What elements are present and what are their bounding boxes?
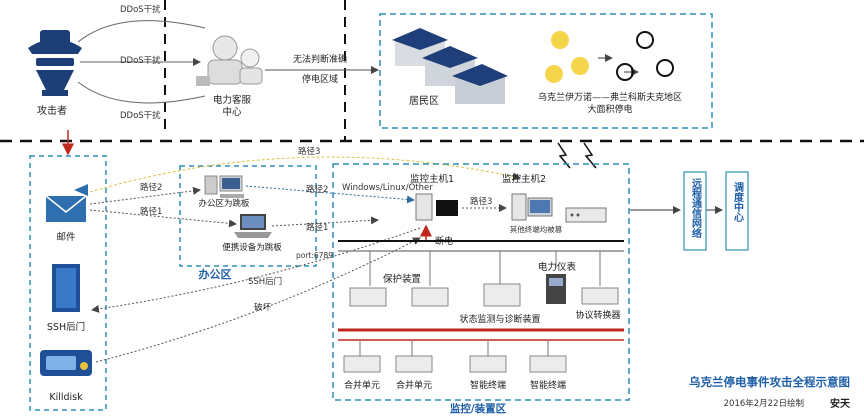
path3-label-mid: 路径3 (470, 196, 492, 207)
attacker-icon (28, 30, 82, 96)
merge-unit-icons (343, 355, 433, 373)
ddos-label-1: DDoS干扰 (120, 4, 161, 15)
region-label-1: 乌克兰伊万诺——弗兰科斯夫克地区 (538, 91, 682, 103)
protocol-label: 协议转换器 (575, 309, 620, 321)
remote-comm-label: 远程通信网络 (690, 178, 702, 239)
merge-unit-label-1: 合并单元 (344, 379, 380, 391)
bulb-off-icons (616, 31, 674, 81)
port-label: port:6789 (296, 251, 333, 260)
houses-icon (392, 28, 508, 104)
diagram-title: 乌克兰停电事件攻击全程示意图 (689, 375, 850, 389)
office-pc-label: 办公区为跳板 (198, 198, 250, 209)
unable-label-1: 无法判断准确 (293, 53, 347, 65)
path2-mail-line (89, 186, 201, 205)
monitor-zone-label: 监控/装置区 (450, 402, 507, 415)
ddos-label-2: DDoS干扰 (120, 55, 161, 66)
destroy-arc (95, 237, 421, 363)
host1-label: 监控主机1 (410, 173, 454, 185)
path1-label-b: 路径1 (306, 222, 328, 233)
attack-tools-zone (29, 155, 107, 411)
smart-terminal-label-2: 智能终端 (530, 379, 566, 391)
smart-terminal-label-1: 智能终端 (470, 379, 506, 391)
ddos-line-1 (77, 20, 206, 43)
office-zone (179, 165, 317, 267)
bulb-on-icons (545, 31, 589, 83)
ddos-line-3 (77, 81, 206, 104)
remote-comm-box (683, 171, 707, 251)
host1-icon (415, 193, 458, 221)
lightning-icon-2 (583, 142, 597, 169)
residential-label: 居民区 (409, 95, 439, 107)
path2-label-a: 路径2 (140, 182, 162, 193)
region-label-2: 大面积停电 (587, 103, 632, 115)
ddos-label-3: DDoS干扰 (120, 110, 161, 121)
call-center-label-1: 电力客服 (213, 94, 252, 106)
monitor-zone (332, 163, 630, 401)
path2-label-b: 路径2 (306, 184, 328, 195)
call-center-label-2: 中心 (222, 106, 242, 118)
state-monitor-icon (483, 283, 521, 307)
path1-office-line (271, 216, 379, 227)
dispatch-label: 调度中心 (732, 181, 744, 222)
protocol-converter-icon (581, 287, 619, 305)
smart-terminal-icons (469, 355, 567, 373)
path1-mail-line (89, 209, 237, 228)
disk-icon (40, 350, 92, 376)
host2-label: 监控主机2 (502, 173, 546, 185)
os-label: Windows/Linux/Other (342, 183, 433, 193)
laptop-label: 便携设备为跳板 (222, 242, 282, 253)
dispatch-box (725, 171, 749, 251)
merge-unit-label-2: 合并单元 (396, 379, 432, 391)
meter-icon (546, 274, 566, 304)
office-pc-icon (204, 175, 244, 198)
ssh-arc (91, 227, 421, 313)
path3-label-top: 路径3 (298, 146, 320, 157)
attacker-label: 攻击者 (37, 104, 67, 117)
meter-label: 电力仪表 (538, 261, 577, 273)
path2-office-line (245, 185, 415, 204)
laptop-icon (234, 214, 272, 238)
bus-connectors (359, 251, 601, 356)
path1-label-a: 路径1 (140, 206, 162, 217)
office-zone-label: 办公区 (199, 267, 232, 281)
protection-label: 保护装置 (383, 273, 421, 285)
lightning-icon-1 (557, 142, 571, 169)
host2-icon (511, 193, 553, 221)
protection-device-icons (349, 287, 449, 307)
residential-zone (379, 13, 713, 129)
door-icon (52, 264, 80, 312)
call-center-icon (196, 35, 263, 86)
brand-label: 安天 (830, 397, 851, 410)
killdisk-label: Killdisk (49, 392, 83, 403)
path3-line (89, 156, 521, 193)
destroy-label: 破坏 (254, 302, 272, 313)
unable-label-2: 停电区域 (302, 73, 338, 85)
other-terminals-label: 其他终端均被篡 (510, 224, 563, 234)
ssh-label-left: SSH后门 (47, 321, 85, 333)
mail-label: 邮件 (56, 231, 76, 243)
ssh-label-mid: SSH后门 (248, 276, 282, 287)
mail-icon (45, 184, 88, 222)
state-monitor-label: 状态监测与诊断装置 (459, 313, 540, 325)
server-rack-icon (565, 207, 607, 223)
footer-date: 2016年2月22日绘制 (724, 398, 804, 409)
